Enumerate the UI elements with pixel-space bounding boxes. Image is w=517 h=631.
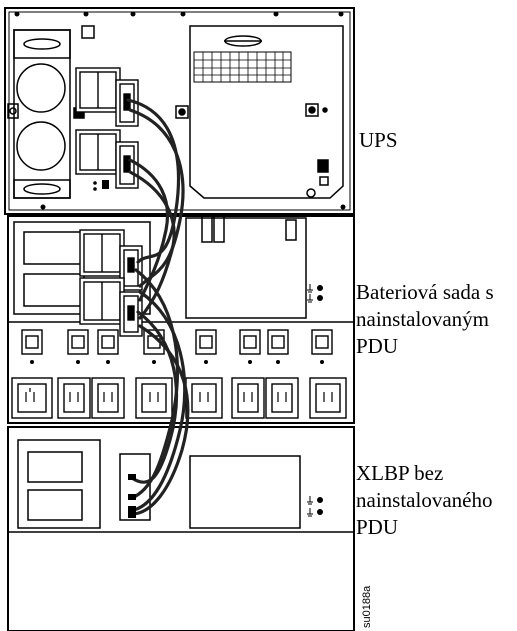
battery-pack-label-line2: nainstalovaným [356,307,489,331]
ups-connector-bottom [75,129,139,189]
pdu-c19-outlets [11,377,347,419]
ups-label: UPS [359,128,398,152]
ups-connector-top [75,67,139,127]
battery-pack-unit [7,213,355,424]
battery-connector-bottom [79,277,143,337]
battery-pack-label-line1: Bateriová sada s [356,280,494,304]
figure-id: su0188a [361,585,373,628]
xlbp-label-line3: PDU [356,515,399,539]
battery-connector-top [79,229,143,291]
ups-unit [4,7,355,215]
ups-fan-bottom [16,121,66,171]
battery-pack-label-line3: PDU [356,334,399,358]
xlbp-label-line1: XLBP bez [356,461,444,485]
battery-cables [126,98,190,516]
xlbp-label-line2: nainstalovaného [356,488,493,512]
ups-top-screws [14,11,346,210]
ups-fan-top [16,63,66,113]
